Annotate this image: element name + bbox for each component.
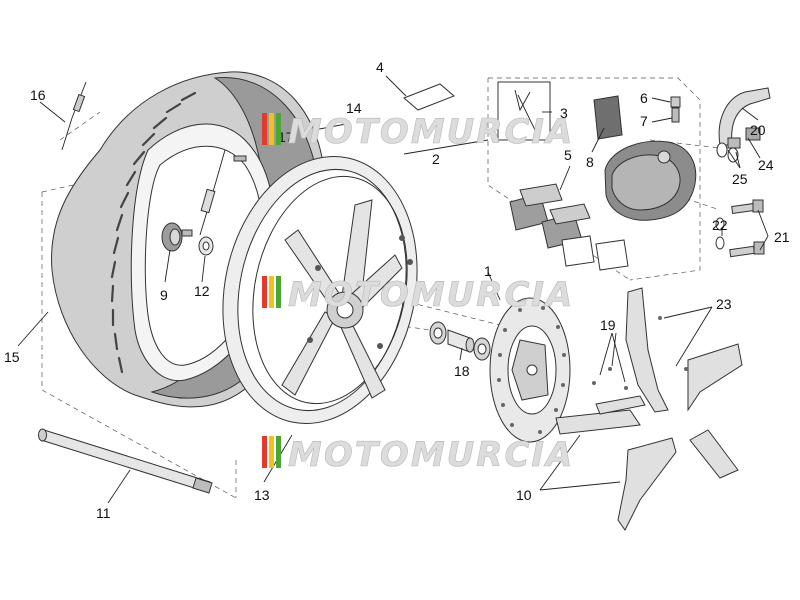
brake-hose	[715, 87, 771, 258]
callout-1: 1	[484, 263, 492, 279]
callout-15: 15	[4, 349, 20, 365]
wheel-axle	[38, 428, 213, 494]
callout-13: 13	[254, 487, 270, 503]
bearings-spacer	[429, 321, 491, 361]
callout-17: 17	[278, 129, 294, 145]
callout-11: 11	[96, 505, 111, 521]
callout-25: 25	[732, 171, 748, 187]
watermark-logo-bar-yellow	[269, 436, 274, 468]
watermark-logo-bar-yellow	[269, 276, 274, 308]
callout-20: 20	[750, 122, 766, 138]
callout-2: 2	[432, 151, 440, 167]
callout-14: 14	[346, 100, 362, 116]
callout-7: 7	[640, 113, 648, 129]
callout-21: 21	[774, 229, 790, 245]
leader-lines	[17, 75, 769, 504]
callout-9: 9	[160, 287, 168, 303]
mudguard-brackets	[555, 287, 743, 531]
callout-18: 18	[454, 363, 470, 379]
callout-19: 19	[600, 317, 616, 333]
callout-24: 24	[758, 157, 774, 173]
brake-caliper	[593, 95, 697, 221]
callout-12: 12	[194, 283, 210, 299]
callout-3: 3	[560, 105, 568, 121]
watermark-logo-bar-green	[276, 113, 281, 145]
callout-23: 23	[716, 296, 732, 312]
callout-16: 16	[30, 87, 46, 103]
callout-22: 22	[712, 217, 728, 233]
callout-labels: 1 2 3 4 5 6 7 8 9 10 11 12 13 14 15 16 1…	[4, 59, 790, 521]
speedo-drive	[161, 155, 247, 256]
watermark-bottom: MOTOMURCIA	[262, 435, 574, 475]
watermark-logo-bar-yellow	[269, 113, 274, 145]
valve-cable	[61, 81, 226, 236]
callout-10: 10	[516, 487, 532, 503]
brake-pads	[403, 81, 629, 271]
watermark-text: MOTOMURCIA	[288, 275, 574, 315]
watermark-text: MOTOMURCIA	[288, 112, 574, 152]
watermark-logo-bar-green	[276, 276, 281, 308]
brake-disc	[489, 297, 571, 443]
watermark-logo-bar-red	[262, 436, 267, 468]
callout-8: 8	[586, 154, 594, 170]
watermark-logo-bar-green	[276, 436, 281, 468]
watermark-middle: MOTOMURCIA	[262, 275, 574, 315]
watermark-top: MOTOMURCIA	[262, 112, 574, 152]
callout-5: 5	[564, 147, 572, 163]
rim	[222, 155, 418, 425]
watermark-logo-bar-red	[262, 276, 267, 308]
watermark-text: MOTOMURCIA	[288, 435, 574, 475]
watermark-logo-bar-red	[262, 113, 267, 145]
callout-4: 4	[376, 59, 384, 75]
callout-6: 6	[640, 90, 648, 106]
